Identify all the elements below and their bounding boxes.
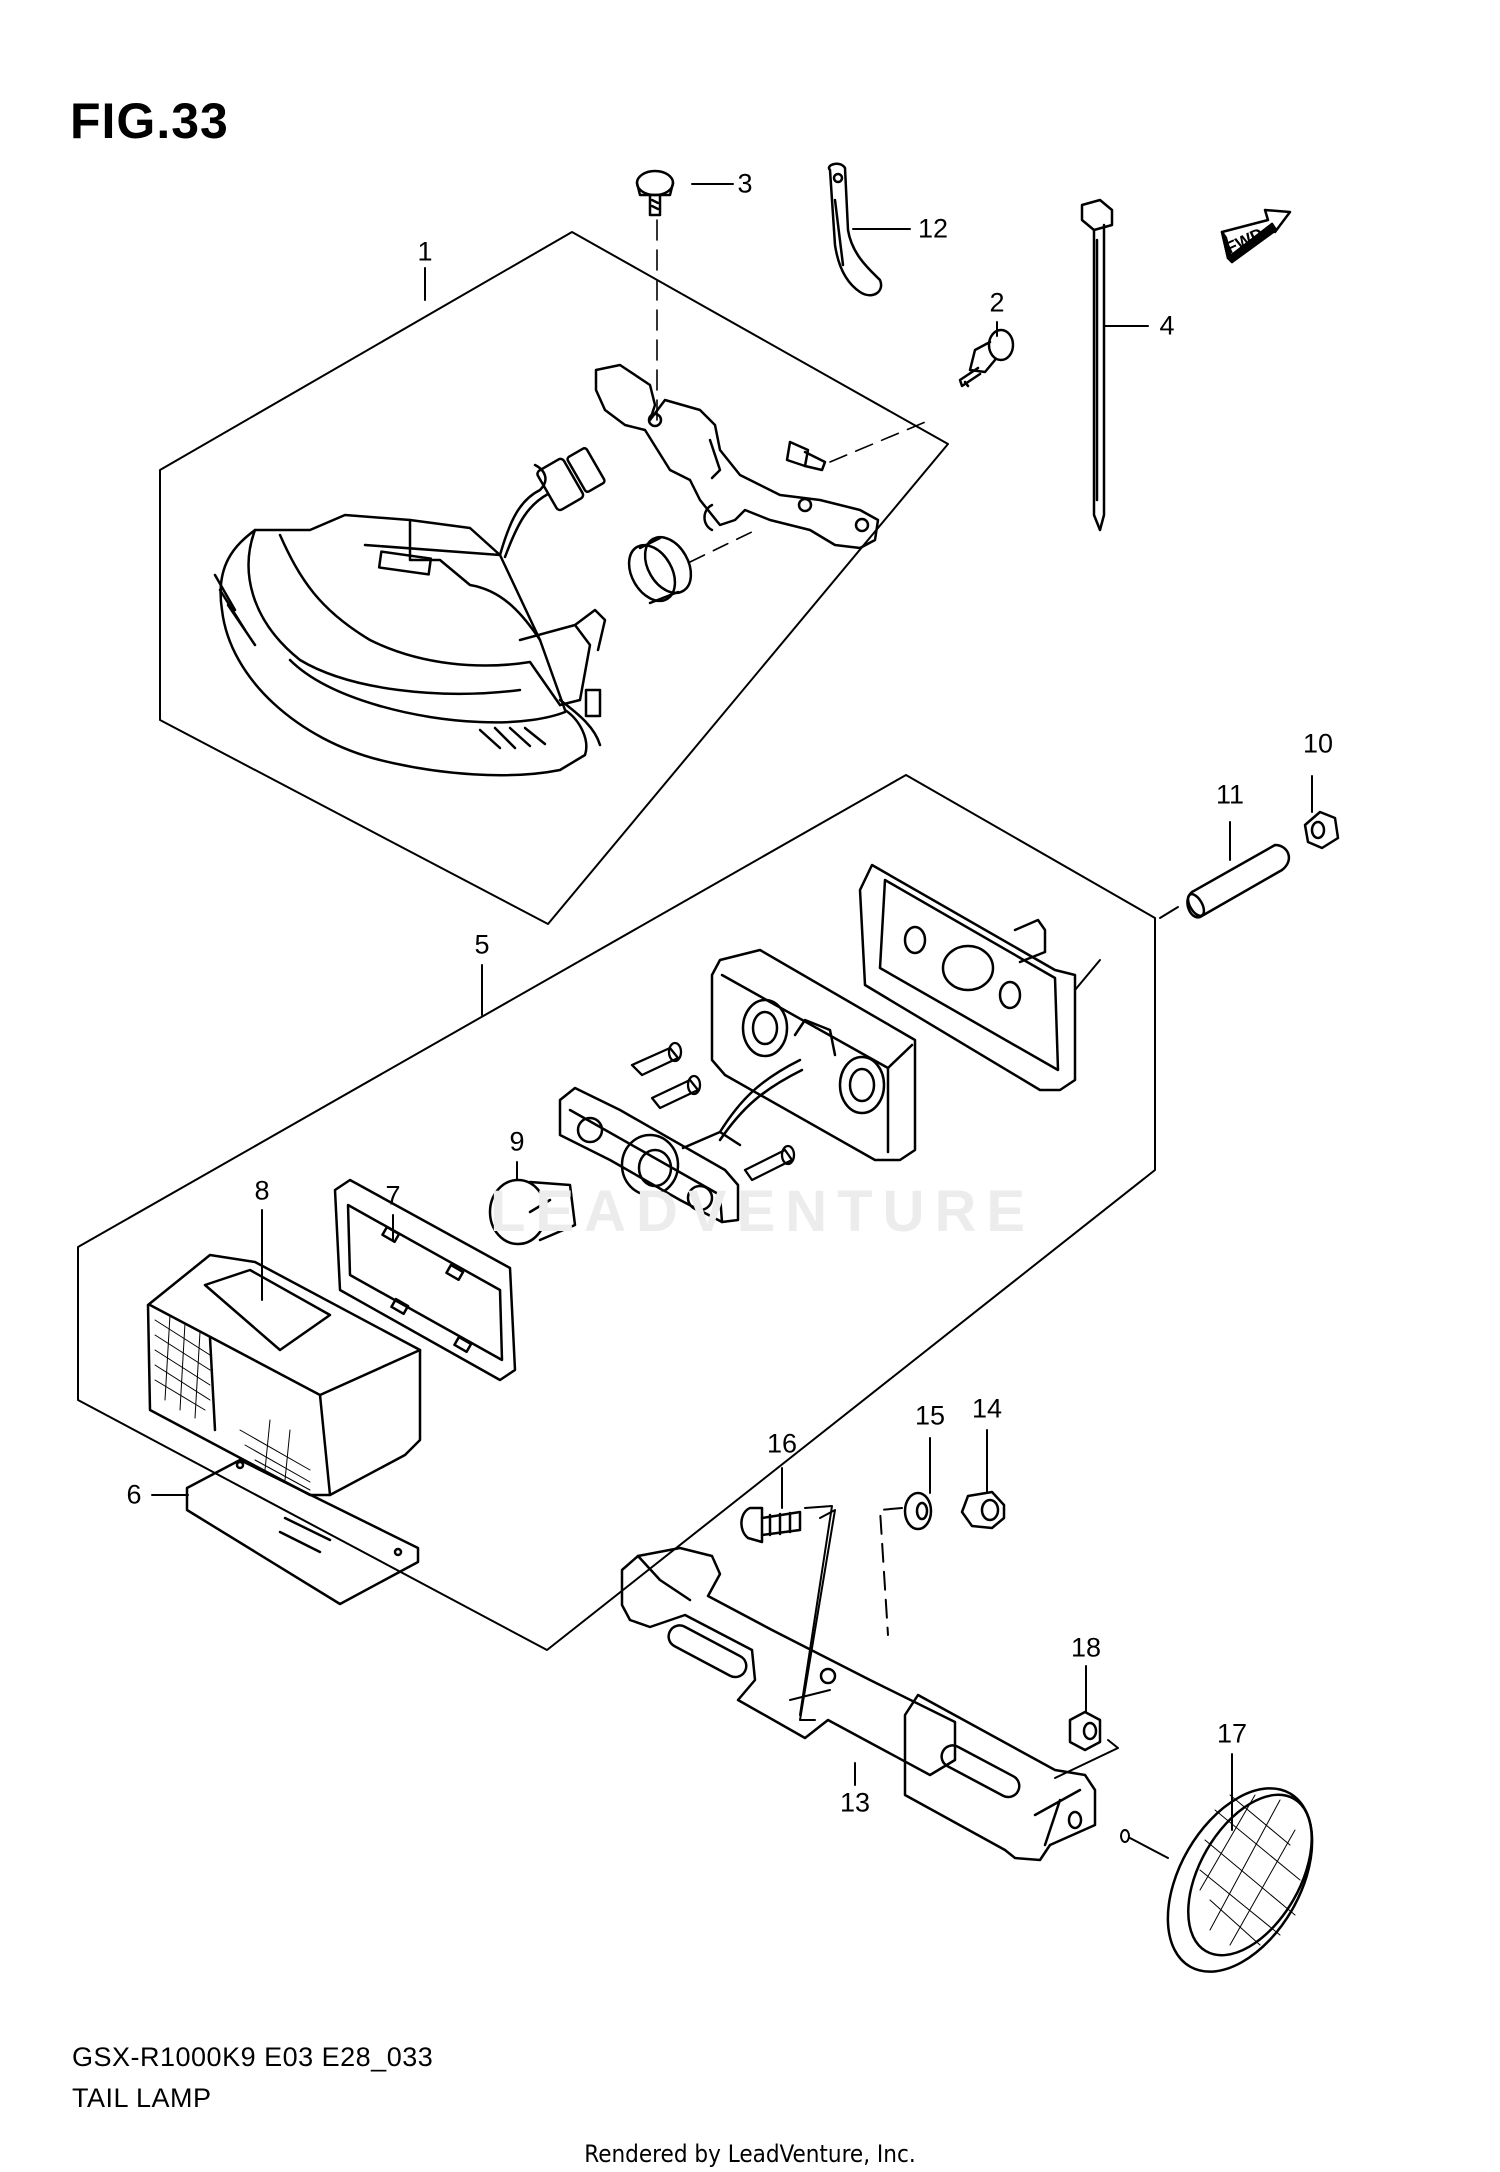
callout-12: 12: [917, 213, 949, 244]
callout-16: 16: [766, 1428, 798, 1459]
gasket-7: [333, 1178, 517, 1382]
callout-10: 10: [1302, 728, 1334, 759]
nut-18: [1068, 1710, 1102, 1752]
leader-lines: [151, 183, 1313, 1831]
lamp-housing-middle: [710, 948, 917, 1162]
reflector-17: [1166, 1787, 1314, 1973]
cable-tie-4: [1080, 198, 1114, 532]
nut-14: [960, 1490, 1006, 1530]
lens-plate-6: [185, 1458, 420, 1606]
assembly-box-5: [77, 774, 1156, 1651]
callout-1: 1: [417, 236, 433, 267]
callout-14: 14: [971, 1393, 1003, 1424]
callout-2: 2: [989, 287, 1005, 318]
nut-10: [1303, 810, 1340, 850]
bolt-16: [740, 1506, 836, 1721]
model-code: GSX-R1000K9 E03 E28_033: [72, 2042, 434, 2072]
license-bracket-13: [620, 1546, 1097, 1862]
callout-6: 6: [126, 1479, 142, 1510]
callout-13: 13: [839, 1787, 871, 1818]
callout-3: 3: [737, 168, 753, 199]
callout-7: 7: [385, 1180, 401, 1211]
assembly-box-1: [159, 231, 949, 925]
callout-4: 4: [1159, 310, 1175, 341]
callout-9: 9: [509, 1126, 525, 1157]
washer-15: [903, 1491, 933, 1531]
lens-8: [146, 1253, 422, 1497]
callout-17: 17: [1216, 1718, 1248, 1749]
reflector-hatch: [1199, 1794, 1301, 1946]
render-credit: Rendered by LeadVenture, Inc.: [584, 2140, 916, 2168]
figure-number: FIG.33: [70, 93, 229, 149]
lens-hatch: [154, 1314, 311, 1491]
callout-5: 5: [474, 929, 490, 960]
watermark-text: LEADVENTURE: [490, 1179, 1036, 1244]
spacer-11: [1186, 843, 1291, 919]
socket-screws: [630, 1041, 796, 1182]
bracket-bolt: [785, 419, 931, 472]
bulb-socket-grommet: [627, 527, 761, 605]
wire-clamp-12: [827, 162, 883, 297]
callout-15: 15: [914, 1400, 946, 1431]
callout-18: 18: [1070, 1632, 1102, 1663]
screw-3: [635, 169, 675, 217]
screw-2: [958, 328, 1015, 388]
bulb-socket-base: [558, 1058, 804, 1224]
tail-lamp-unit: [213, 447, 607, 777]
fwd-arrow-icon: [1220, 208, 1292, 264]
callout-8: 8: [254, 1175, 270, 1206]
lamp-housing-rear: [858, 863, 1101, 1092]
callout-11: 11: [1215, 779, 1245, 810]
figure-caption: TAIL LAMP: [72, 2083, 212, 2113]
tail-lamp-bracket: [594, 363, 880, 550]
